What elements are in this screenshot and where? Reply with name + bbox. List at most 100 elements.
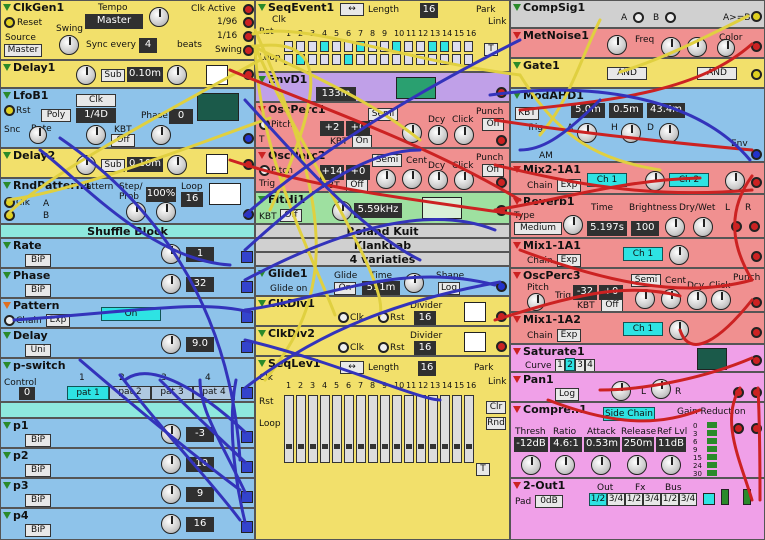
collapse-icon[interactable] xyxy=(3,242,11,249)
level-handle[interactable] xyxy=(382,444,388,449)
p2-bip-button[interactable]: BiP xyxy=(25,464,51,477)
step-cell[interactable] xyxy=(308,41,317,52)
modahd-a-knob[interactable] xyxy=(577,123,597,143)
level-slider[interactable] xyxy=(332,395,342,463)
level-handle[interactable] xyxy=(430,444,436,449)
p2-title[interactable]: p2 xyxy=(13,449,29,462)
compressor-reflvl-display[interactable]: 11dB xyxy=(656,437,686,452)
seqevent-t-button[interactable]: T xyxy=(484,43,498,56)
delay-out-port[interactable] xyxy=(241,341,253,353)
collapse-icon[interactable] xyxy=(513,166,521,173)
metnoise-out-jack[interactable] xyxy=(751,41,762,52)
delay2-sub-button[interactable]: Sub xyxy=(101,159,125,172)
collapse-icon[interactable] xyxy=(513,348,521,355)
phase-out-port[interactable] xyxy=(241,281,253,293)
oscperc3-cent-knob[interactable] xyxy=(661,289,681,309)
phase-title[interactable]: Phase xyxy=(13,269,51,282)
step-cell[interactable] xyxy=(392,54,401,65)
collapse-icon[interactable] xyxy=(3,302,11,309)
lfob-phase-display[interactable]: 0 xyxy=(169,109,193,124)
level-handle[interactable] xyxy=(346,444,352,449)
mix21a1-ch2-knob[interactable] xyxy=(725,171,745,191)
collapse-icon[interactable] xyxy=(3,452,11,459)
oscperc2-cent-knob[interactable] xyxy=(402,169,422,189)
compressor-release-display[interactable]: 250m xyxy=(622,437,654,452)
mix11a1-out-jack[interactable] xyxy=(751,251,762,262)
p4-bip-button[interactable]: BiP xyxy=(25,524,51,537)
collapse-icon[interactable] xyxy=(3,272,11,279)
oscperc2-punch-button[interactable]: Off xyxy=(482,164,504,177)
mix21a1-exp-button[interactable]: Exp xyxy=(557,179,581,192)
oscperc2-semi-knob[interactable] xyxy=(376,169,396,189)
step-cell[interactable] xyxy=(440,54,449,65)
pan-title[interactable]: Pan1 xyxy=(523,373,554,386)
oscperc1-kbt-button[interactable]: On xyxy=(352,135,372,147)
rndpattern-loop-display[interactable]: 16 xyxy=(181,192,203,207)
modahd-d-knob[interactable] xyxy=(659,123,679,143)
lfob-rst-jack[interactable] xyxy=(4,105,15,116)
p3-knob[interactable] xyxy=(161,484,181,504)
collapse-icon[interactable] xyxy=(3,482,11,489)
step-cell[interactable] xyxy=(464,54,473,65)
collapse-icon[interactable] xyxy=(3,4,11,11)
delay1-time-display[interactable]: 0.10m xyxy=(127,67,163,82)
rndpattern-clk-jack[interactable] xyxy=(4,197,15,208)
oscperc1-click-knob[interactable] xyxy=(454,125,474,145)
p3-out-port[interactable] xyxy=(241,491,253,503)
step-cell[interactable] xyxy=(344,41,353,52)
oscperc2-click-knob[interactable] xyxy=(454,170,474,190)
delay2-out-jack[interactable] xyxy=(243,159,254,170)
mix11a1-ch1-button[interactable]: Ch 1 xyxy=(623,247,663,261)
clkdiv1-out-jack[interactable] xyxy=(496,311,507,322)
oscperc3-out-jack[interactable] xyxy=(751,297,762,308)
lfob-poly-button[interactable]: Poly xyxy=(41,109,71,122)
out2-title[interactable]: 2-Out1 xyxy=(523,479,566,492)
compsig-title[interactable]: CompSig1 xyxy=(523,1,586,14)
p2-out-port[interactable] xyxy=(241,461,253,473)
out2-bus-34-button[interactable]: 3/4 xyxy=(679,493,697,506)
step-cell[interactable] xyxy=(332,41,341,52)
collapse-icon[interactable] xyxy=(258,196,266,203)
glide-on-button[interactable]: On xyxy=(334,282,356,295)
compressor-thresh-knob[interactable] xyxy=(521,455,541,475)
reverb-brightness-display[interactable]: 100 xyxy=(631,221,659,236)
clkdiv2-out-jack[interactable] xyxy=(496,341,507,352)
level-slider[interactable] xyxy=(416,395,426,463)
level-slider[interactable] xyxy=(440,395,450,463)
level-slider[interactable] xyxy=(464,395,474,463)
level-handle[interactable] xyxy=(442,444,448,449)
collapse-icon[interactable] xyxy=(258,300,266,307)
level-slider[interactable] xyxy=(356,395,366,463)
delay2-shape-icon[interactable] xyxy=(206,154,228,174)
modahd-h-display[interactable]: 0.5m xyxy=(609,103,643,118)
step-cell[interactable] xyxy=(320,54,329,65)
seqlev-t-button[interactable]: T xyxy=(476,463,490,476)
oscperc1-punch-button[interactable]: On xyxy=(482,118,504,131)
compsig-a-jack[interactable] xyxy=(633,12,644,23)
level-slider[interactable] xyxy=(296,395,306,463)
mix21a1-ch2-button[interactable]: Ch 2 xyxy=(669,173,709,187)
collapse-icon[interactable] xyxy=(258,360,266,367)
envd-time-display[interactable]: 133m xyxy=(316,87,356,101)
pan-r-jack[interactable] xyxy=(751,387,762,398)
p2-display[interactable]: -10 xyxy=(186,457,214,472)
level-slider[interactable] xyxy=(308,395,318,463)
lfob-rate-display[interactable]: 1/4D xyxy=(76,108,116,123)
seqevent-title[interactable]: SeqEvent1 xyxy=(268,1,335,14)
level-slider[interactable] xyxy=(284,395,294,463)
collapse-icon[interactable] xyxy=(258,106,266,113)
delay1-time-knob[interactable] xyxy=(167,65,187,85)
level-slider[interactable] xyxy=(392,395,402,463)
modahd-a-display[interactable]: 5.0m xyxy=(571,103,605,118)
out2-pad-button[interactable]: 0dB xyxy=(535,495,563,508)
p1-bip-button[interactable]: BiP xyxy=(25,434,51,447)
delay2-time-display[interactable]: 0.10m xyxy=(127,157,163,172)
gate-op1-select[interactable]: AND xyxy=(607,67,647,80)
mix11a1-ch1-knob[interactable] xyxy=(669,245,689,265)
modahd-out-jack[interactable] xyxy=(751,149,762,160)
oscperc3-dcy-knob[interactable] xyxy=(687,290,707,310)
step-cell[interactable] xyxy=(416,41,425,52)
step-cell[interactable] xyxy=(284,54,293,65)
compressor-reflvl-knob[interactable] xyxy=(661,455,681,475)
swing-jack[interactable] xyxy=(243,45,254,56)
